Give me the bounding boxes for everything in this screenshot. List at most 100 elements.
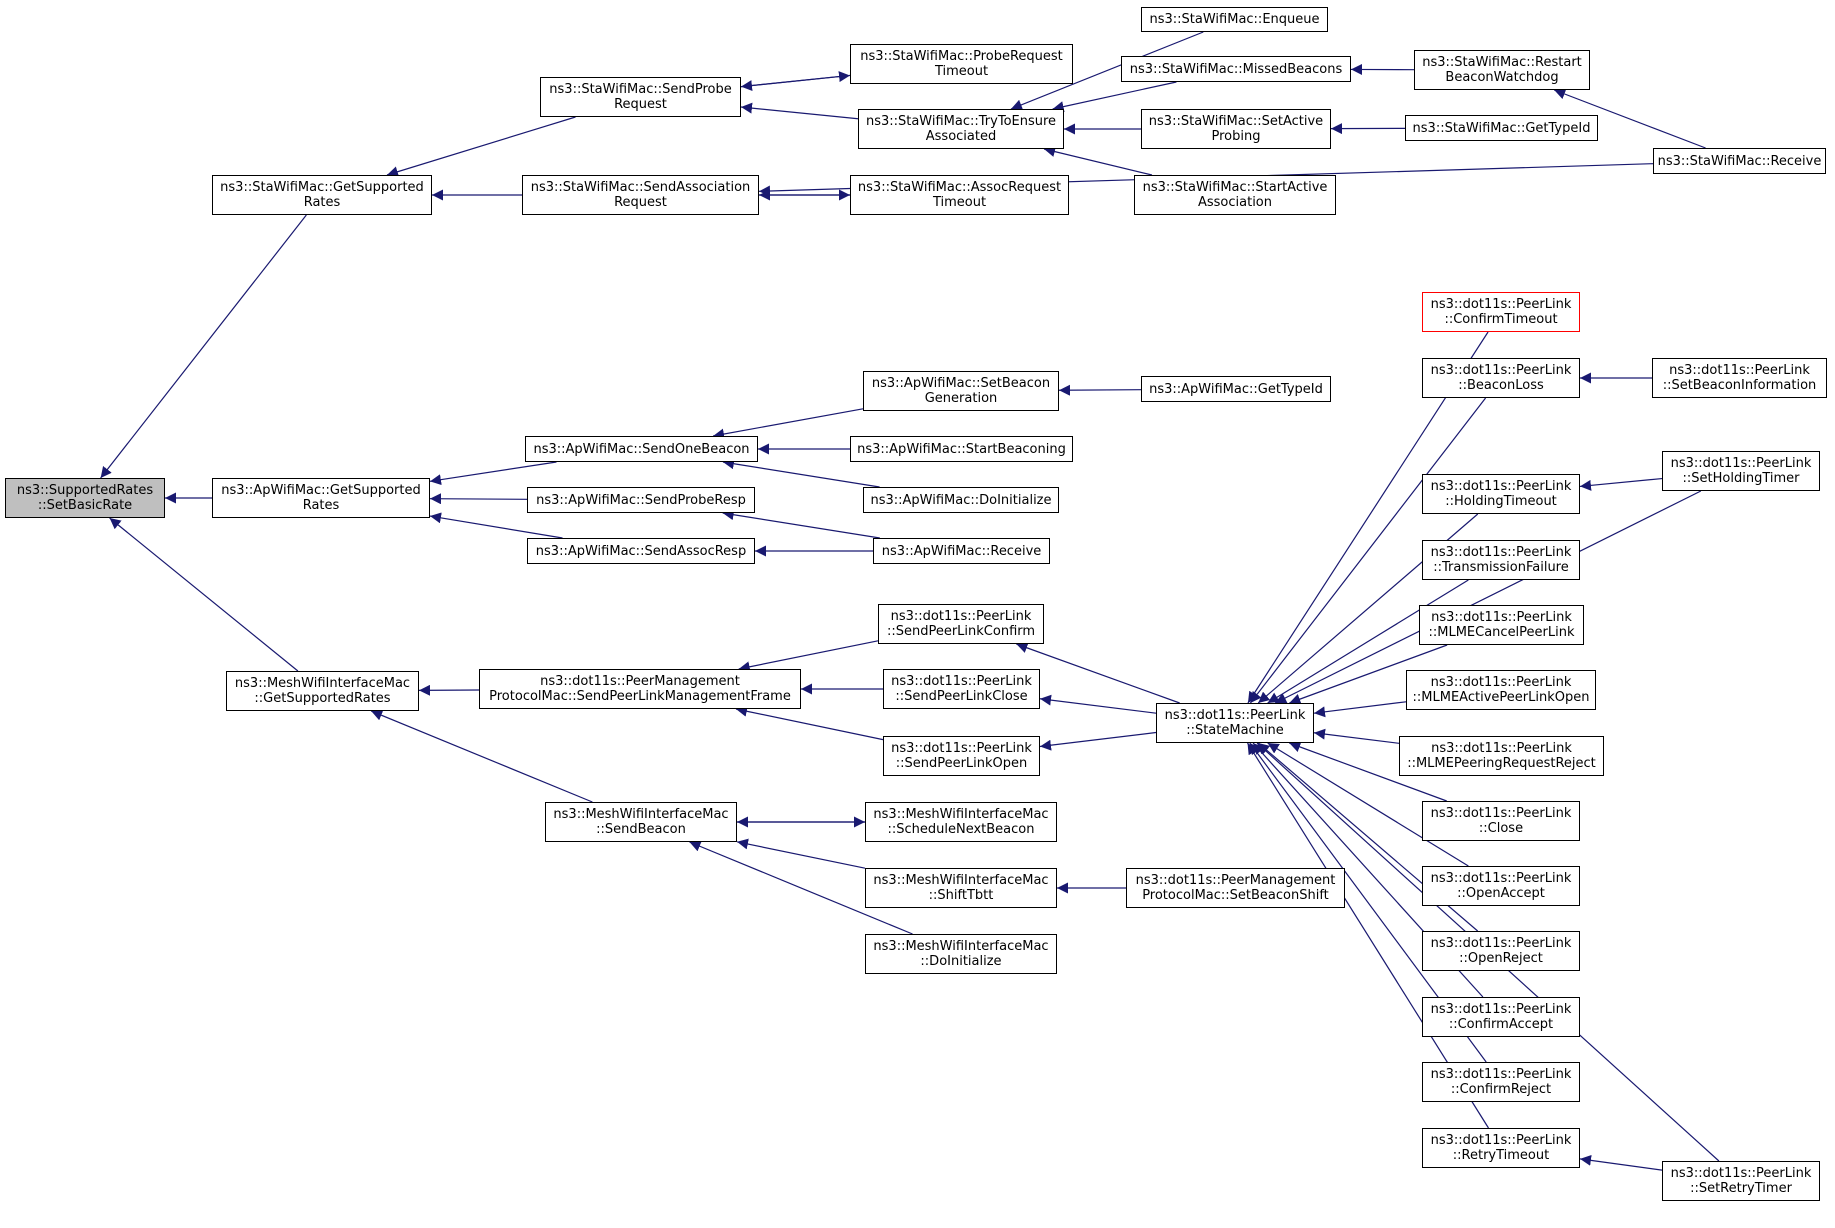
node-label-line: ::GetSupportedRates xyxy=(254,691,391,706)
node-pl-openaccept[interactable]: ns3::dot11s::PeerLink::OpenAccept xyxy=(1422,866,1580,906)
node-label-line: ns3::ApWifiMac::GetTypeId xyxy=(1149,381,1323,397)
node-pl-mlmepeeringreject[interactable]: ns3::dot11s::PeerLink::MLMEPeeringReques… xyxy=(1399,736,1604,776)
node-label-line: ns3::StaWifiMac::StartActive xyxy=(1142,180,1328,195)
node-sta-receive[interactable]: ns3::StaWifiMac::Receive xyxy=(1653,148,1826,174)
edge-sta-enqueue-to-sta-trytoensure xyxy=(1010,31,1204,111)
node-label-line: ::ShiftTbtt xyxy=(928,888,994,903)
node-pl-confirmaccept[interactable]: ns3::dot11s::PeerLink::ConfirmAccept xyxy=(1422,997,1580,1037)
node-mesh-schedulenext[interactable]: ns3::MeshWifiInterfaceMac::ScheduleNextB… xyxy=(865,802,1057,842)
node-label-line: ns3::SupportedRates xyxy=(16,483,154,498)
edge-ap-sendonebeacon-to-ap-getsupported xyxy=(429,461,557,486)
edge-ap-sendassocresp-to-ap-getsupported xyxy=(429,512,563,539)
node-label-line: ns3::StaWifiMac::AssocRequest xyxy=(857,180,1062,195)
node-label-line: ns3::dot11s::PeerLink xyxy=(1430,936,1572,951)
node-ap-sendproberesp[interactable]: ns3::ApWifiMac::SendProbeResp xyxy=(527,487,755,513)
node-pl-holdingtimeout[interactable]: ns3::dot11s::PeerLink::HoldingTimeout xyxy=(1422,474,1580,514)
node-pl-sendconfirm[interactable]: ns3::dot11s::PeerLink::SendPeerLinkConfi… xyxy=(878,604,1044,644)
node-label-line: ns3::MeshWifiInterfaceMac xyxy=(873,807,1049,822)
edge-pl-setretrytimer-to-pl-retrytimeout xyxy=(1579,1154,1663,1171)
node-label-line: Probing xyxy=(1211,129,1261,144)
edge-sta-trytoensure-to-sta-sendprobe xyxy=(740,102,859,120)
node-mesh-doinitialize[interactable]: ns3::MeshWifiInterfaceMac::DoInitialize xyxy=(865,934,1057,974)
node-ap-receive[interactable]: ns3::ApWifiMac::Receive xyxy=(873,538,1050,564)
edge-sta-sendprobe-to-sta-getsupported xyxy=(386,116,576,178)
node-label-line: ns3::dot11s::PeerLink xyxy=(1430,363,1572,378)
node-label-line: ::StateMachine xyxy=(1186,723,1284,738)
node-pl-confirmreject[interactable]: ns3::dot11s::PeerLink::ConfirmReject xyxy=(1422,1062,1580,1102)
node-pl-sendclose[interactable]: ns3::dot11s::PeerLink::SendPeerLinkClose xyxy=(883,669,1040,709)
node-ap-sendonebeacon[interactable]: ns3::ApWifiMac::SendOneBeacon xyxy=(525,436,758,462)
edge-sta-startactive-to-sta-trytoensure xyxy=(1043,146,1153,176)
node-pl-confirmtimeout[interactable]: ns3::dot11s::PeerLink::ConfirmTimeout xyxy=(1422,292,1580,332)
node-pl-statemachine[interactable]: ns3::dot11s::PeerLink::StateMachine xyxy=(1156,703,1314,743)
node-label-line: ns3::ApWifiMac::DoInitialize xyxy=(870,492,1052,508)
node-pl-mlmecancel[interactable]: ns3::dot11s::PeerLink::MLMECancelPeerLin… xyxy=(1419,605,1584,645)
node-mesh-shifttbtt[interactable]: ns3::MeshWifiInterfaceMac::ShiftTbtt xyxy=(865,868,1057,908)
node-sta-gettypeid[interactable]: ns3::StaWifiMac::GetTypeId xyxy=(1405,115,1598,141)
node-pl-openreject[interactable]: ns3::dot11s::PeerLink::OpenReject xyxy=(1422,931,1580,971)
edge-pl-mlmepeeringreject-to-pl-statemachine xyxy=(1313,728,1400,744)
node-label-line: Rates xyxy=(302,498,340,513)
node-label-line: ::HoldingTimeout xyxy=(1445,494,1557,509)
node-label-line: ::Close xyxy=(1478,821,1524,836)
node-ap-gettypeid[interactable]: ns3::ApWifiMac::GetTypeId xyxy=(1141,376,1331,402)
edge-pl-close-to-pl-statemachine xyxy=(1289,741,1447,802)
node-label-line: ::ConfirmAccept xyxy=(1448,1017,1554,1032)
node-label-line: ::SendBeacon xyxy=(596,822,686,837)
node-pl-close[interactable]: ns3::dot11s::PeerLink::Close xyxy=(1422,801,1580,841)
node-pl-retrytimeout[interactable]: ns3::dot11s::PeerLink::RetryTimeout xyxy=(1422,1128,1580,1168)
node-label-line: ns3::dot11s::PeerLink xyxy=(890,609,1032,624)
node-pl-mlmeactive[interactable]: ns3::dot11s::PeerLink::MLMEActivePeerLin… xyxy=(1406,670,1596,710)
node-label-line: ns3::dot11s::PeerManagement xyxy=(1135,873,1336,888)
edge-pl-openaccept-to-pl-statemachine xyxy=(1267,742,1469,867)
node-label-line: ns3::MeshWifiInterfaceMac xyxy=(873,939,1049,954)
edge-ap-sendproberesp-to-ap-getsupported xyxy=(429,493,528,505)
node-mesh-sendbeacon[interactable]: ns3::MeshWifiInterfaceMac::SendBeacon xyxy=(545,802,737,842)
node-label-line: ns3::dot11s::PeerLink xyxy=(1430,545,1572,560)
node-label-line: ::ConfirmTimeout xyxy=(1444,312,1558,327)
node-pl-setholdingtimer[interactable]: ns3::dot11s::PeerLink::SetHoldingTimer xyxy=(1662,451,1820,491)
edge-sta-missedbeacons-to-sta-trytoensure xyxy=(1052,81,1177,113)
node-label-line: ns3::StaWifiMac::SendProbe xyxy=(549,82,732,97)
node-label-line: ns3::dot11s::PeerLink xyxy=(1430,871,1572,886)
node-pl-sendopen[interactable]: ns3::dot11s::PeerLink::SendPeerLinkOpen xyxy=(883,736,1040,776)
node-label-line: ::BeaconLoss xyxy=(1458,378,1544,393)
node-ap-doinitialize[interactable]: ns3::ApWifiMac::DoInitialize xyxy=(863,487,1059,513)
node-label-line: ns3::StaWifiMac::ProbeRequest xyxy=(860,49,1063,64)
node-sta-missedbeacons[interactable]: ns3::StaWifiMac::MissedBeacons xyxy=(1121,56,1351,82)
node-label-line: ::OpenAccept xyxy=(1457,886,1545,901)
node-ap-startbeaconing[interactable]: ns3::ApWifiMac::StartBeaconing xyxy=(850,436,1073,462)
node-pl-setbeaconinfo[interactable]: ns3::dot11s::PeerLink::SetBeaconInformat… xyxy=(1652,358,1827,398)
node-label-line: ns3::StaWifiMac::SetActive xyxy=(1148,114,1324,129)
node-sta-enqueue[interactable]: ns3::StaWifiMac::Enqueue xyxy=(1141,7,1328,32)
node-label-line: ::RetryTimeout xyxy=(1452,1148,1550,1163)
node-ap-sendassocresp[interactable]: ns3::ApWifiMac::SendAssocResp xyxy=(527,538,755,564)
node-label-line: ::ScheduleNextBeacon xyxy=(887,822,1035,837)
node-label-line: ns3::ApWifiMac::SendOneBeacon xyxy=(533,441,750,457)
edge-pl-setholdingtimer-to-pl-holdingtimeout xyxy=(1579,477,1663,491)
node-pl-setretrytimer[interactable]: ns3::dot11s::PeerLink::SetRetryTimer xyxy=(1662,1161,1820,1201)
node-label-line: ns3::ApWifiMac::SendProbeResp xyxy=(536,492,746,508)
edge-pl-statemachine-to-pl-sendclose xyxy=(1039,694,1157,714)
node-label-line: ns3::dot11s::PeerLink xyxy=(1430,297,1572,312)
node-pl-transmissionfailure[interactable]: ns3::dot11s::PeerLink::TransmissionFailu… xyxy=(1422,540,1580,580)
node-mesh-getsupported[interactable]: ns3::MeshWifiInterfaceMac::GetSupportedR… xyxy=(226,671,419,711)
edge-sta-sendprobe-to-sta-probetimeout xyxy=(740,71,851,88)
node-label-line: ::SetRetryTimer xyxy=(1690,1181,1792,1196)
node-label-line: ns3::dot11s::PeerLink xyxy=(1430,675,1572,690)
node-pl-beaconloss[interactable]: ns3::dot11s::PeerLink::BeaconLoss xyxy=(1422,358,1580,398)
